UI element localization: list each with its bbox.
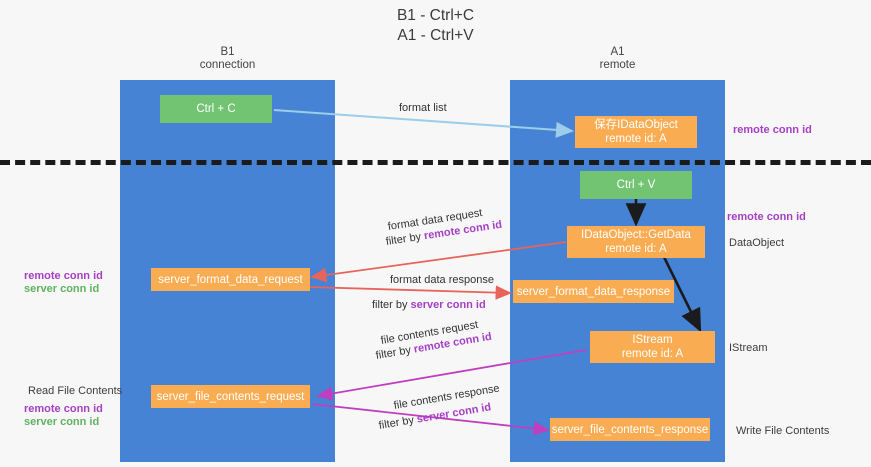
- annotation-left-server-conn-id-2: server conn id: [24, 416, 100, 428]
- node-server-file-contents-request[interactable]: server_file_contents_request: [151, 385, 310, 408]
- label-format-data-response-filter-key: server conn id: [410, 299, 486, 311]
- node-server-format-data-response[interactable]: server_format_data_response: [513, 280, 674, 303]
- annotation-remote-conn-id-top: remote conn id: [733, 124, 812, 136]
- node-idataobject-getdata[interactable]: IDataObject::GetData remote id: A: [567, 226, 705, 258]
- lane-header-a1: A1 remote: [599, 46, 636, 71]
- node-ctrl-v[interactable]: Ctrl + V: [580, 171, 692, 199]
- annotation-left-remote-conn-id-2: remote conn id: [24, 403, 103, 415]
- annotation-read-file-contents: Read File Contents: [28, 385, 123, 397]
- label-format-data-response-filter: filter by server conn id: [372, 298, 486, 313]
- arrow-format-data-response: [307, 285, 512, 300]
- arrow-file-contents-request: [316, 349, 587, 401]
- node-ctrl-c[interactable]: Ctrl + C: [160, 95, 272, 123]
- annotation-dataobject: DataObject: [729, 237, 785, 249]
- annotation-write-file-contents: Write File Contents: [736, 425, 830, 437]
- label-format-data-response-filter-prefix: filter by: [372, 299, 411, 311]
- phase-divider: [0, 160, 871, 165]
- node-server-file-contents-response[interactable]: server_file_contents_response: [550, 418, 710, 441]
- arrow-format-list: [273, 109, 574, 138]
- lane-header-b1: B1 connection: [199, 46, 256, 71]
- arrow-format-data-request: [310, 241, 567, 283]
- node-save-idataobject[interactable]: 保存IDataObject remote id: A: [575, 116, 697, 148]
- diagram-title: B1 - Ctrl+C A1 - Ctrl+V: [396, 7, 475, 44]
- node-istream[interactable]: IStream remote id: A: [590, 331, 715, 363]
- label-format-list: format list: [399, 102, 447, 114]
- label-format-data-response: format data response: [390, 274, 494, 286]
- arrow-getdata-to-istream: [662, 256, 702, 333]
- node-server-format-data-request[interactable]: server_format_data_request: [151, 268, 310, 291]
- annotation-left-server-conn-id: server conn id: [24, 283, 100, 295]
- annotation-remote-conn-id-mid: remote conn id: [727, 211, 806, 223]
- arrow-file-contents-response: [311, 403, 550, 436]
- annotation-istream: IStream: [729, 342, 768, 354]
- annotation-left-remote-conn-id: remote conn id: [24, 270, 103, 282]
